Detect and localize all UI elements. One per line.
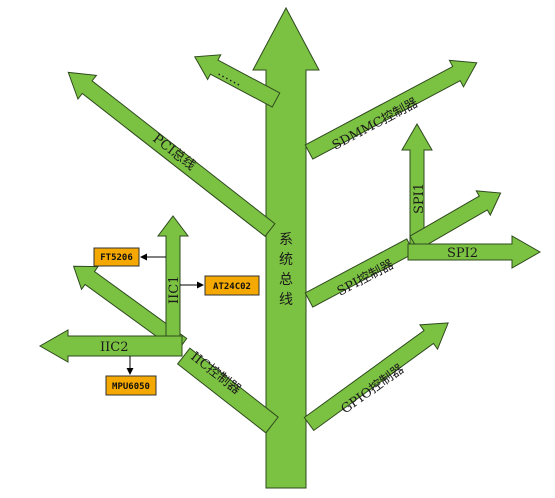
trunk-char-1: 系: [279, 232, 293, 248]
spi2-label: SPI2: [447, 246, 478, 261]
system-bus-label: 系 统 总 线: [279, 232, 293, 308]
iic2-branch: [38, 329, 183, 363]
ft5206-chip: FT5206: [93, 247, 140, 267]
at24c02-chip: AT24C02: [204, 275, 260, 296]
spi1-label: SPI1: [412, 183, 427, 214]
trunk-char-3: 总: [279, 272, 293, 288]
mpu6050-label: MPU6050: [112, 382, 150, 392]
at24c02-label: AT24C02: [213, 282, 251, 292]
mpu6050-chip: MPU6050: [105, 375, 157, 396]
pci-bus-label: PCI总线: [150, 131, 199, 174]
iic2-label: IIC2: [100, 340, 129, 355]
spi-diagonal-branch: [409, 190, 502, 251]
sdmmc-branch: [304, 59, 478, 160]
trunk-char-2: 统: [279, 252, 293, 268]
trunk-char-4: 线: [279, 292, 293, 308]
dots-branch: [193, 54, 281, 108]
iic-controller-branch: [176, 347, 279, 434]
iic1-label: IIC1: [167, 276, 182, 305]
pci-bus-branch: [67, 71, 276, 238]
ft5206-label: FT5206: [100, 253, 133, 263]
iic1-branch: [157, 215, 189, 341]
gpio-branch: [303, 322, 449, 432]
spi2-branch: [407, 235, 542, 269]
